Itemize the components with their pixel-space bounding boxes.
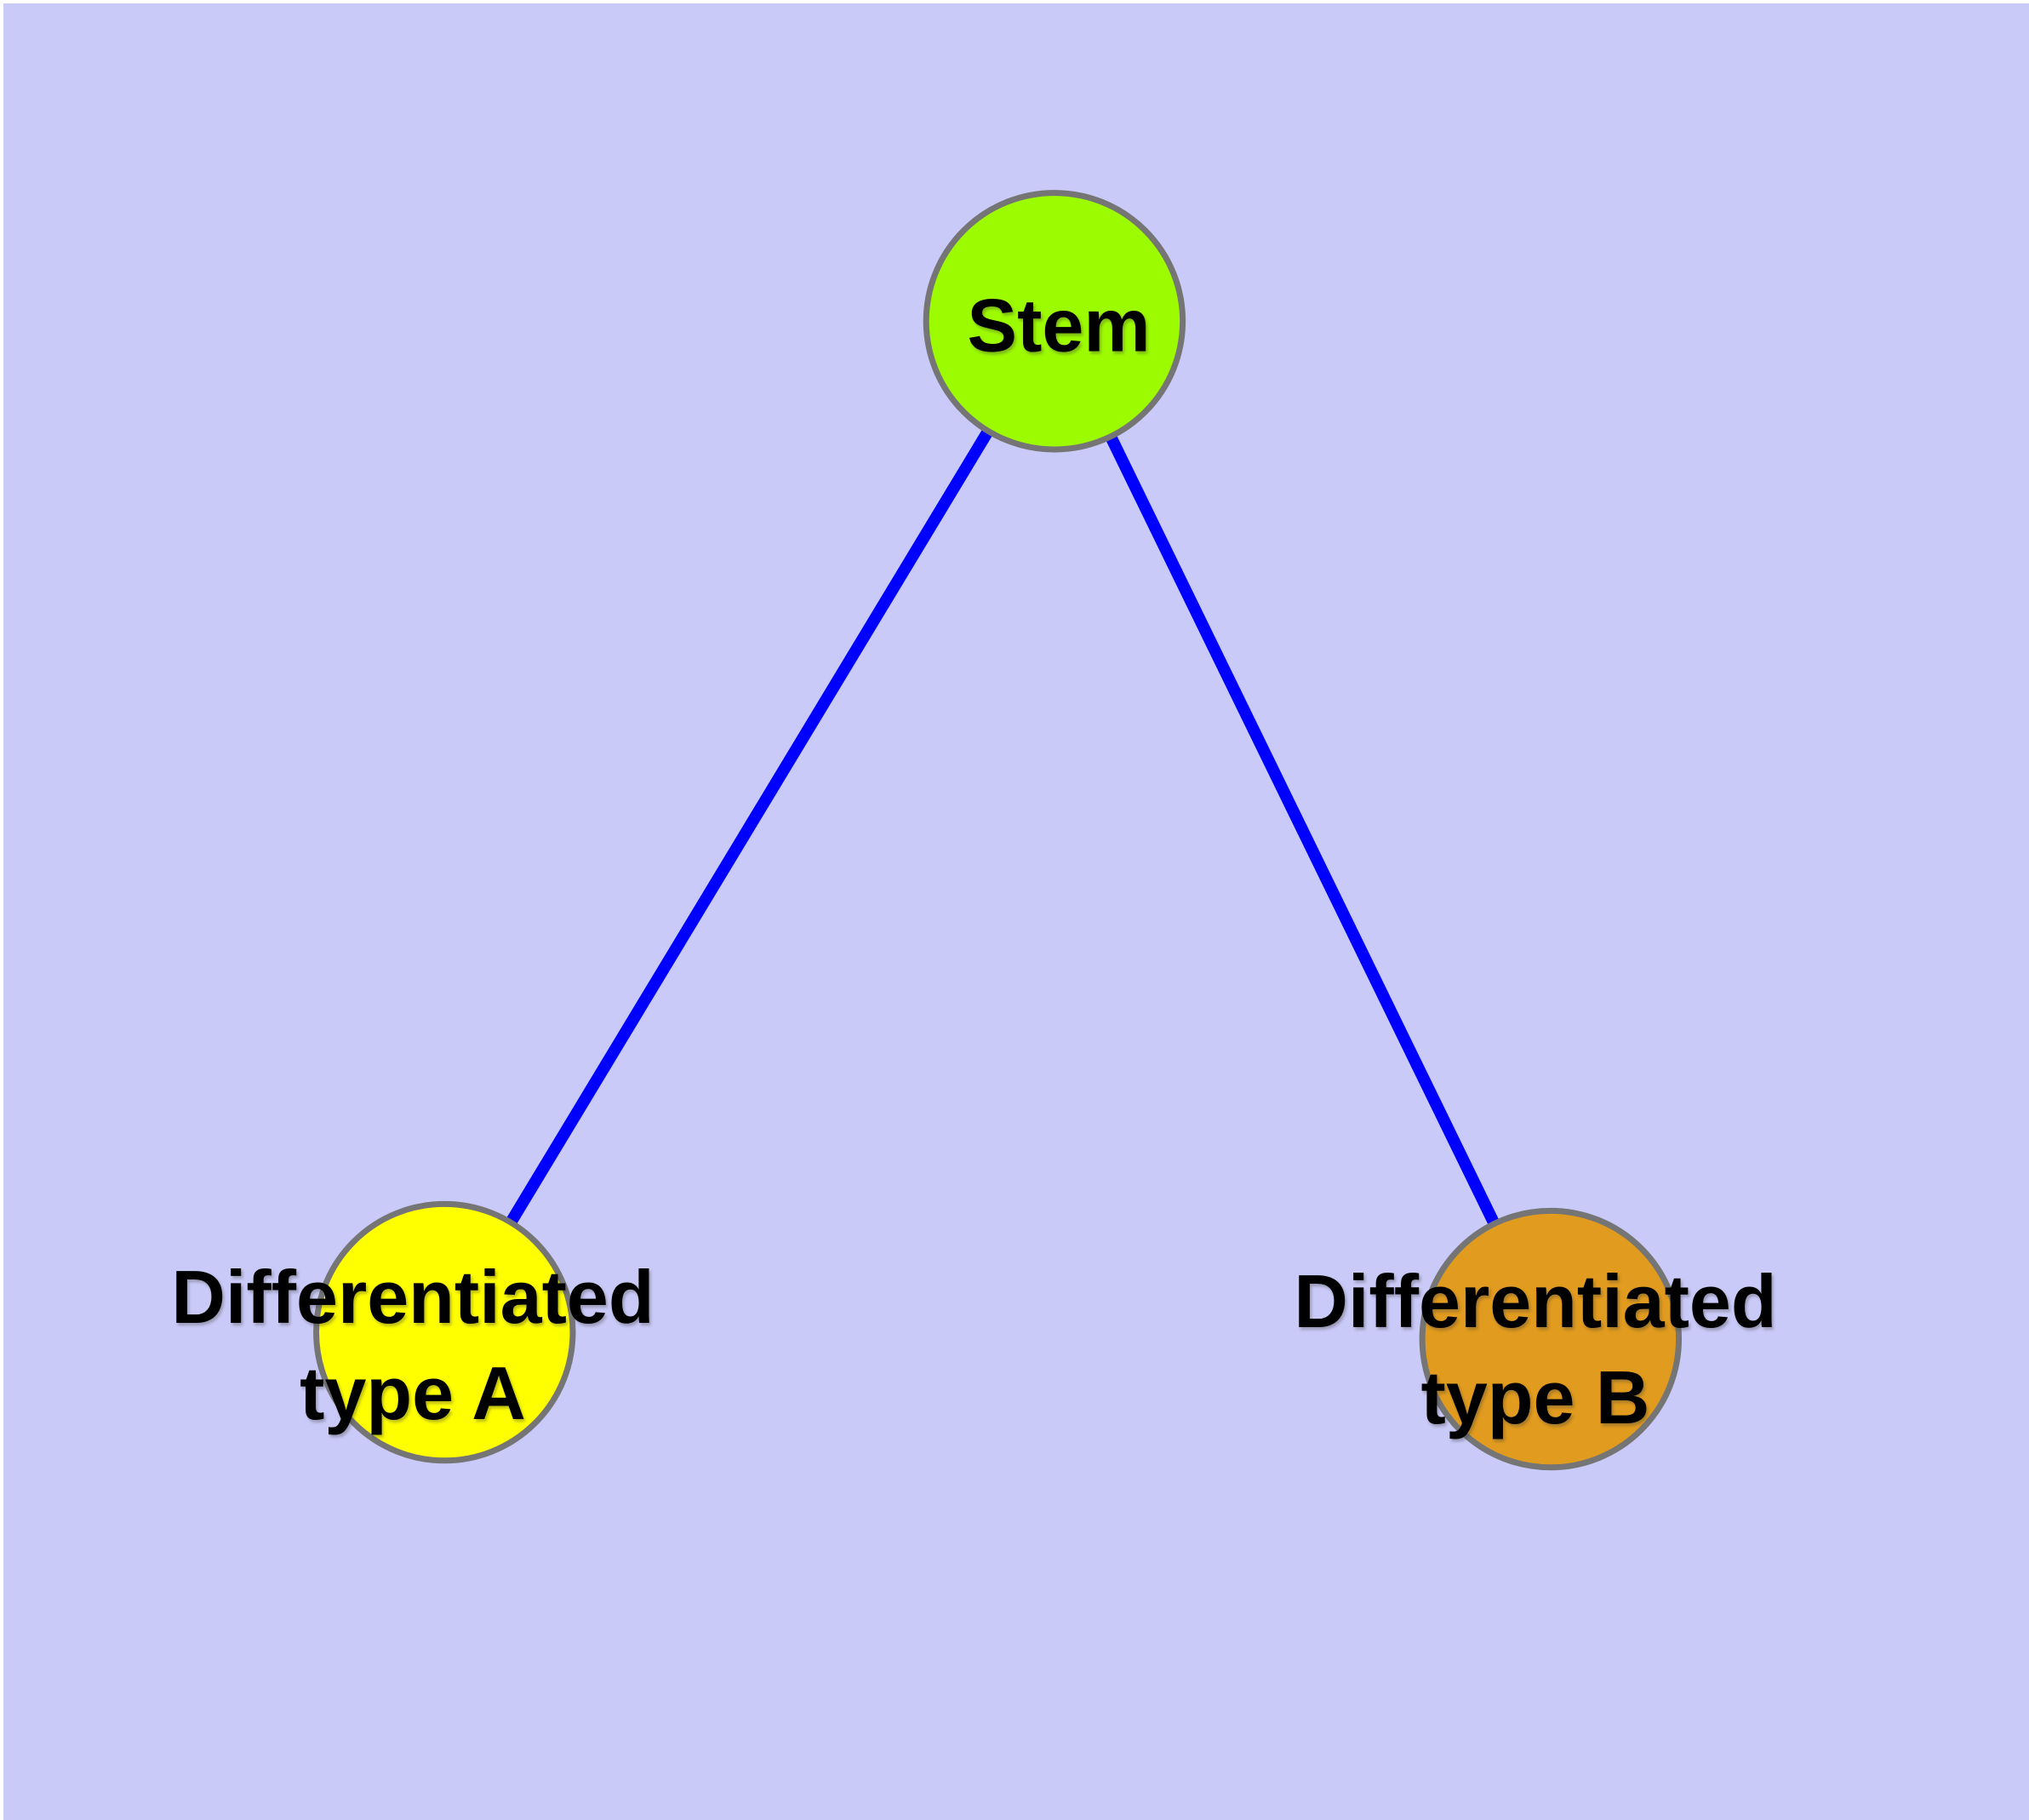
edge-stem-to-type-b bbox=[1049, 318, 1557, 1342]
node-label-line: type A bbox=[300, 1351, 526, 1435]
node-type-b-circle bbox=[1419, 1207, 1683, 1471]
node-type-a-label: Differentiated type A bbox=[171, 1249, 654, 1441]
node-type-a-circle bbox=[313, 1200, 576, 1464]
node-label-line: Differentiated bbox=[1294, 1259, 1777, 1343]
node-type-b-label: Differentiated type B bbox=[1294, 1253, 1776, 1445]
edge-stem-to-type-a bbox=[439, 318, 1060, 1336]
node-label-line: Differentiated bbox=[171, 1255, 654, 1339]
node-stem-label: Stem bbox=[967, 283, 1151, 368]
node-stem-circle bbox=[923, 190, 1186, 453]
node-label-line: type B bbox=[1420, 1355, 1650, 1439]
graph-figure bbox=[313, 190, 1683, 1471]
